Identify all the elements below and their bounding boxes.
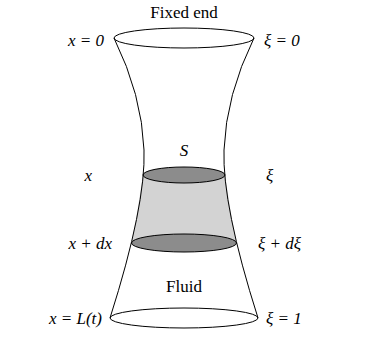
top-rim (114, 28, 254, 48)
tube-wall-right (224, 38, 258, 318)
slice-ellipse-lower (132, 234, 237, 252)
fluid-slice-band (132, 175, 237, 252)
coordinate-label: ξ (266, 167, 273, 184)
position-label: x (84, 167, 92, 184)
position-label: x = L(t) (49, 310, 102, 327)
area-label: S (180, 142, 189, 159)
slice-ellipse-upper (143, 167, 225, 183)
coordinate-label: ξ = 1 (266, 310, 302, 327)
end-label: Fixed end (150, 4, 218, 21)
position-label: x = 0 (68, 32, 104, 49)
coordinate-label: ξ = 0 (264, 32, 300, 49)
fluid-label: Fluid (166, 278, 202, 295)
tube-wall-left (110, 38, 144, 318)
coordinate-label: ξ + dξ (258, 235, 301, 252)
position-label: x + dx (68, 235, 112, 252)
bottom-rim (110, 308, 258, 328)
